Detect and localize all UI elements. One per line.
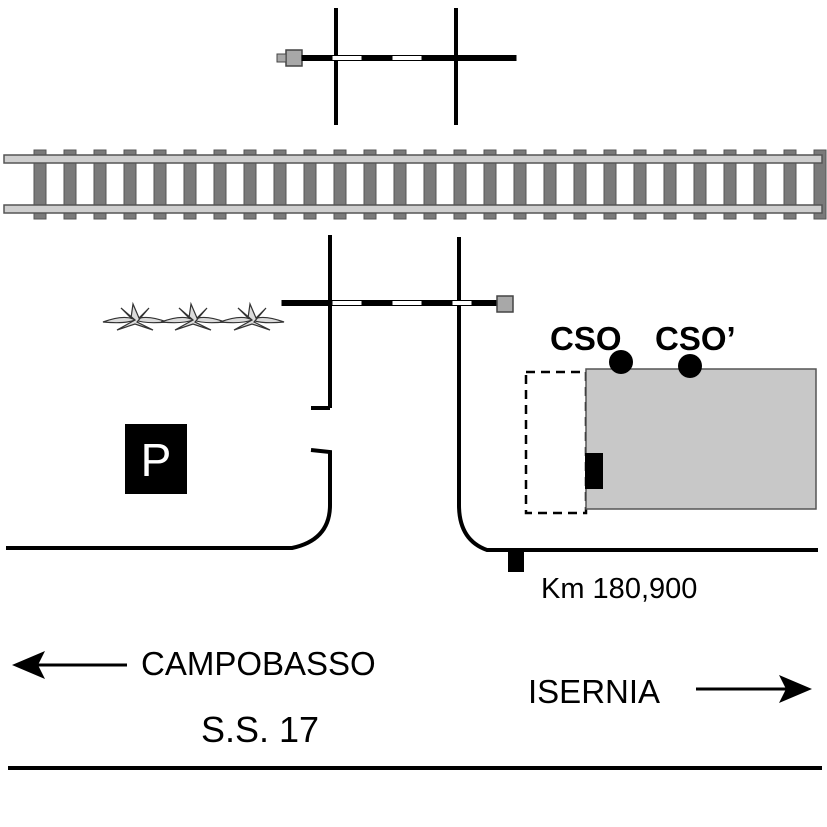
sensor-cso: CSO [550, 320, 633, 374]
track-sleepers [33, 149, 827, 220]
track-sleeper [633, 149, 647, 220]
city-right-label: ISERNIA [528, 673, 660, 710]
arrow-right-icon [696, 675, 812, 703]
track-sleeper [603, 149, 617, 220]
track-sleeper [213, 149, 227, 220]
track-sleeper [483, 149, 497, 220]
building-body [585, 368, 817, 510]
track-sleeper [423, 149, 437, 220]
sensor-cso-prime-marker [678, 354, 702, 378]
rail-bottom [3, 204, 823, 214]
track-sleeper [573, 149, 587, 220]
track-sleeper [513, 149, 527, 220]
track-sleeper [333, 149, 347, 220]
track-sleeper [363, 149, 377, 220]
direction-campobasso: CAMPOBASSO [12, 645, 376, 682]
barrier-motor-stub [276, 53, 287, 63]
parking-letter: P [141, 434, 172, 486]
track-sleeper [123, 149, 137, 220]
track-sleeper [273, 149, 287, 220]
track-sleeper [183, 149, 197, 220]
track-sleeper [753, 149, 767, 220]
track-sleeper [813, 149, 827, 220]
sensor-cso-prime-label: CSO’ [655, 320, 736, 357]
track-sleeper [153, 149, 167, 220]
building-extension-dashed [524, 370, 588, 515]
south-barrier [281, 295, 514, 313]
parking-sign-icon: P [125, 424, 187, 494]
direction-isernia: ISERNIA [528, 673, 812, 710]
track-sleeper [33, 149, 47, 220]
barrier-motor-icon [285, 49, 303, 67]
track-sleeper [693, 149, 707, 220]
north-barrier [276, 49, 517, 67]
track-sleeper [63, 149, 77, 220]
sensor-cso-marker [609, 350, 633, 374]
city-left-label: CAMPOBASSO [141, 645, 376, 682]
track-sleeper [303, 149, 317, 220]
barrier-motor-icon [496, 295, 514, 313]
building-door [585, 453, 603, 489]
track-sleeper [723, 149, 737, 220]
km-marker-post [508, 552, 524, 572]
track-sleeper [393, 149, 407, 220]
track-sleeper [543, 149, 557, 220]
track-sleeper [663, 149, 677, 220]
control-building [524, 368, 817, 515]
arrow-left-icon [12, 651, 127, 679]
railway-track [3, 149, 827, 220]
grass-icon [102, 301, 285, 331]
km-marker: Km 180,900 [508, 552, 697, 605]
south-road [6, 235, 818, 552]
track-sleeper [93, 149, 107, 220]
road-name-label: S.S. 17 [201, 709, 319, 750]
track-sleeper [783, 149, 797, 220]
north-road [334, 8, 458, 125]
track-sleeper [453, 149, 467, 220]
sensor-cso-prime: CSO’ [655, 320, 736, 378]
km-marker-label: Km 180,900 [541, 573, 697, 605]
rail-top [3, 154, 823, 164]
sensor-cso-label: CSO [550, 320, 622, 357]
track-sleeper [243, 149, 257, 220]
